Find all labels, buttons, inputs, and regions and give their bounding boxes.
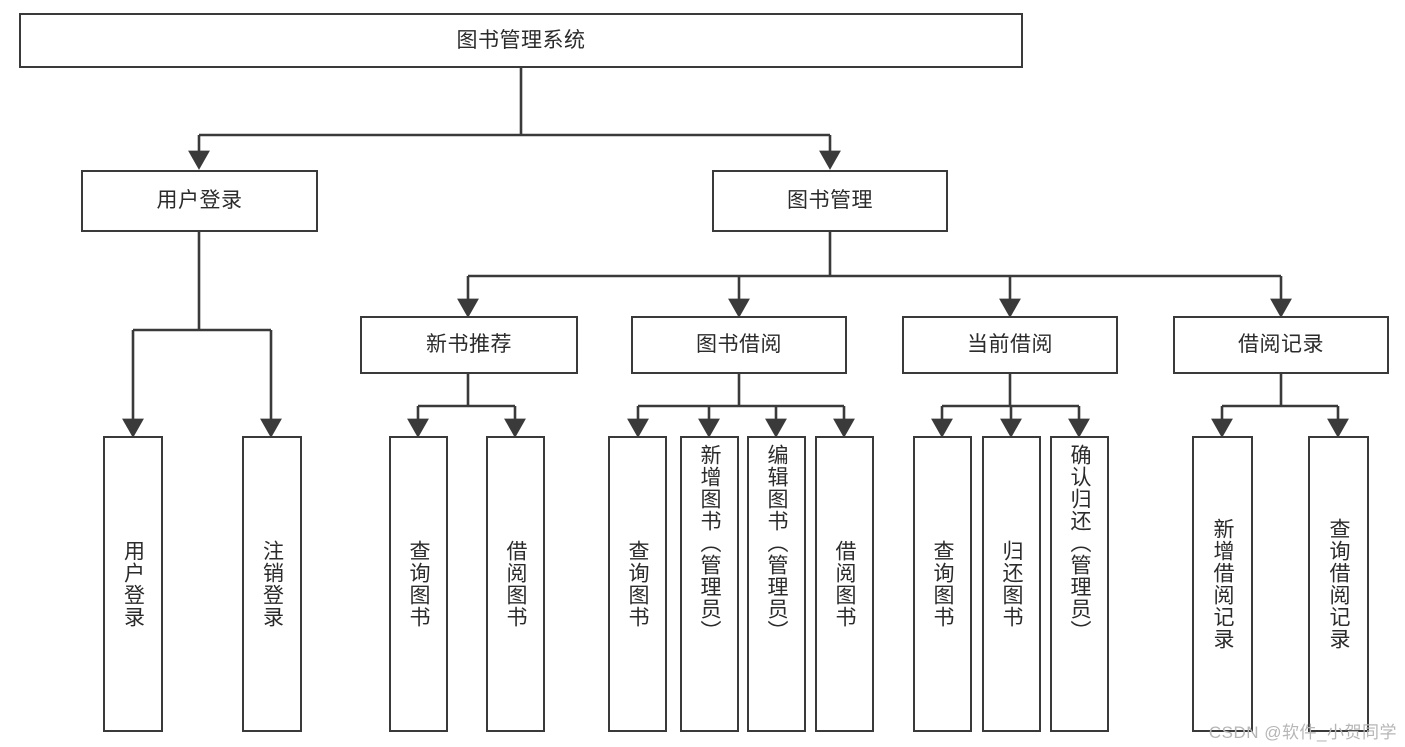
node-leaf-query-record-label: 查询借阅记录: [1327, 518, 1350, 650]
node-leaf-add-book-label: 新增图书（管理员）: [698, 444, 721, 642]
node-book-management-label: 图书管理: [787, 189, 873, 213]
node-root[interactable]: 图书管理系统: [19, 13, 1023, 68]
watermark-text: CSDN @软件_小贺同学: [1208, 723, 1397, 742]
node-leaf-edit-book-label: 编辑图书（管理员）: [765, 444, 788, 642]
node-leaf-return-book-label: 归还图书: [1000, 540, 1023, 628]
node-leaf-edit-book[interactable]: 编辑图书（管理员）: [747, 436, 806, 732]
node-leaf-query-book-2-label: 查询图书: [626, 540, 649, 628]
node-leaf-confirm-return-label: 确认归还（管理员）: [1068, 444, 1091, 642]
node-leaf-query-record[interactable]: 查询借阅记录: [1308, 436, 1369, 732]
node-leaf-add-book[interactable]: 新增图书（管理员）: [680, 436, 739, 732]
node-book-borrow-label: 图书借阅: [696, 333, 782, 357]
node-book-management[interactable]: 图书管理: [712, 170, 948, 232]
node-leaf-query-book-1-label: 查询图书: [407, 540, 430, 628]
node-leaf-borrow-book-1[interactable]: 借阅图书: [486, 436, 545, 732]
node-borrow-record[interactable]: 借阅记录: [1173, 316, 1389, 374]
node-leaf-add-record-label: 新增借阅记录: [1211, 518, 1234, 650]
node-leaf-user-login[interactable]: 用户登录: [103, 436, 163, 732]
node-leaf-query-book-3-label: 查询图书: [931, 540, 954, 628]
node-leaf-user-login-label: 用户登录: [121, 540, 145, 628]
node-new-book-recommend-label: 新书推荐: [426, 333, 512, 357]
node-book-borrow[interactable]: 图书借阅: [631, 316, 847, 374]
node-new-book-recommend[interactable]: 新书推荐: [360, 316, 578, 374]
node-leaf-add-record[interactable]: 新增借阅记录: [1192, 436, 1253, 732]
node-leaf-query-book-1[interactable]: 查询图书: [389, 436, 448, 732]
node-leaf-logout[interactable]: 注销登录: [242, 436, 302, 732]
node-leaf-confirm-return[interactable]: 确认归还（管理员）: [1050, 436, 1109, 732]
node-leaf-borrow-book-2-label: 借阅图书: [833, 540, 856, 628]
node-current-borrow[interactable]: 当前借阅: [902, 316, 1118, 374]
node-leaf-borrow-book-2[interactable]: 借阅图书: [815, 436, 874, 732]
node-leaf-query-book-3[interactable]: 查询图书: [913, 436, 972, 732]
node-leaf-query-book-2[interactable]: 查询图书: [608, 436, 667, 732]
node-leaf-borrow-book-1-label: 借阅图书: [504, 540, 527, 628]
node-user-login-label: 用户登录: [156, 189, 243, 213]
node-root-label: 图书管理系统: [456, 28, 586, 52]
node-leaf-return-book[interactable]: 归还图书: [982, 436, 1041, 732]
node-leaf-logout-label: 注销登录: [260, 540, 284, 628]
node-borrow-record-label: 借阅记录: [1238, 333, 1324, 357]
node-current-borrow-label: 当前借阅: [967, 333, 1053, 357]
node-user-login[interactable]: 用户登录: [81, 170, 318, 232]
